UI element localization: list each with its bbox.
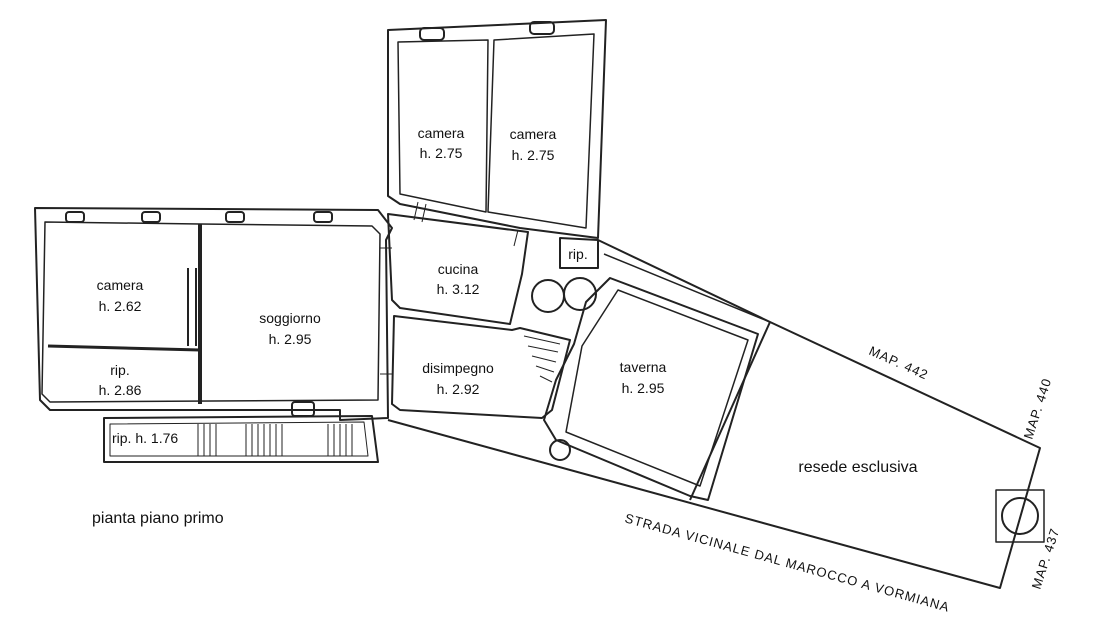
parcel-map442-label: MAP. 442 bbox=[867, 343, 931, 382]
room-camera-top-right-name: camera bbox=[510, 126, 557, 142]
room-disimpegno-height: h. 2.92 bbox=[437, 381, 480, 397]
parcel-map440-label: MAP. 440 bbox=[1021, 376, 1055, 441]
room-cucina-name: cucina bbox=[438, 261, 479, 277]
room-cucina-height: h. 3.12 bbox=[437, 281, 480, 297]
room-taverna-name: taverna bbox=[620, 359, 667, 375]
room-disimpegno-name: disimpegno bbox=[422, 360, 494, 376]
room-taverna-height: h. 2.95 bbox=[622, 380, 665, 396]
plan-title: pianta piano primo bbox=[92, 510, 224, 527]
room-camera-top-left-name: camera bbox=[418, 125, 465, 141]
room-rip-stairs-label: rip. h. 1.76 bbox=[112, 430, 178, 446]
road-label: STRADA VICINALE DAL MAROCCO A VORMIANA bbox=[623, 510, 951, 614]
room-camera-left-name: camera bbox=[97, 277, 144, 293]
room-rip-left-name: rip. bbox=[110, 362, 129, 378]
room-soggiorno-name: soggiorno bbox=[259, 310, 321, 326]
room-camera-top-left-height: h. 2.75 bbox=[420, 145, 463, 161]
north-wing-outline bbox=[387, 19, 607, 239]
stair-strip-outline bbox=[103, 415, 379, 463]
room-soggiorno-height: h. 2.95 bbox=[269, 331, 312, 347]
outdoor-resede-label: resede esclusiva bbox=[798, 459, 917, 476]
taverna-outline bbox=[543, 277, 759, 501]
room-rip-left-height: h. 2.86 bbox=[99, 382, 142, 398]
room-camera-top-right-height: h. 2.75 bbox=[512, 147, 555, 163]
parcel-map437-label: MAP. 437 bbox=[1029, 526, 1063, 591]
room-rip-small-name: rip. bbox=[568, 246, 587, 262]
room-camera-left-height: h. 2.62 bbox=[99, 298, 142, 314]
west-block-outline bbox=[34, 207, 393, 421]
